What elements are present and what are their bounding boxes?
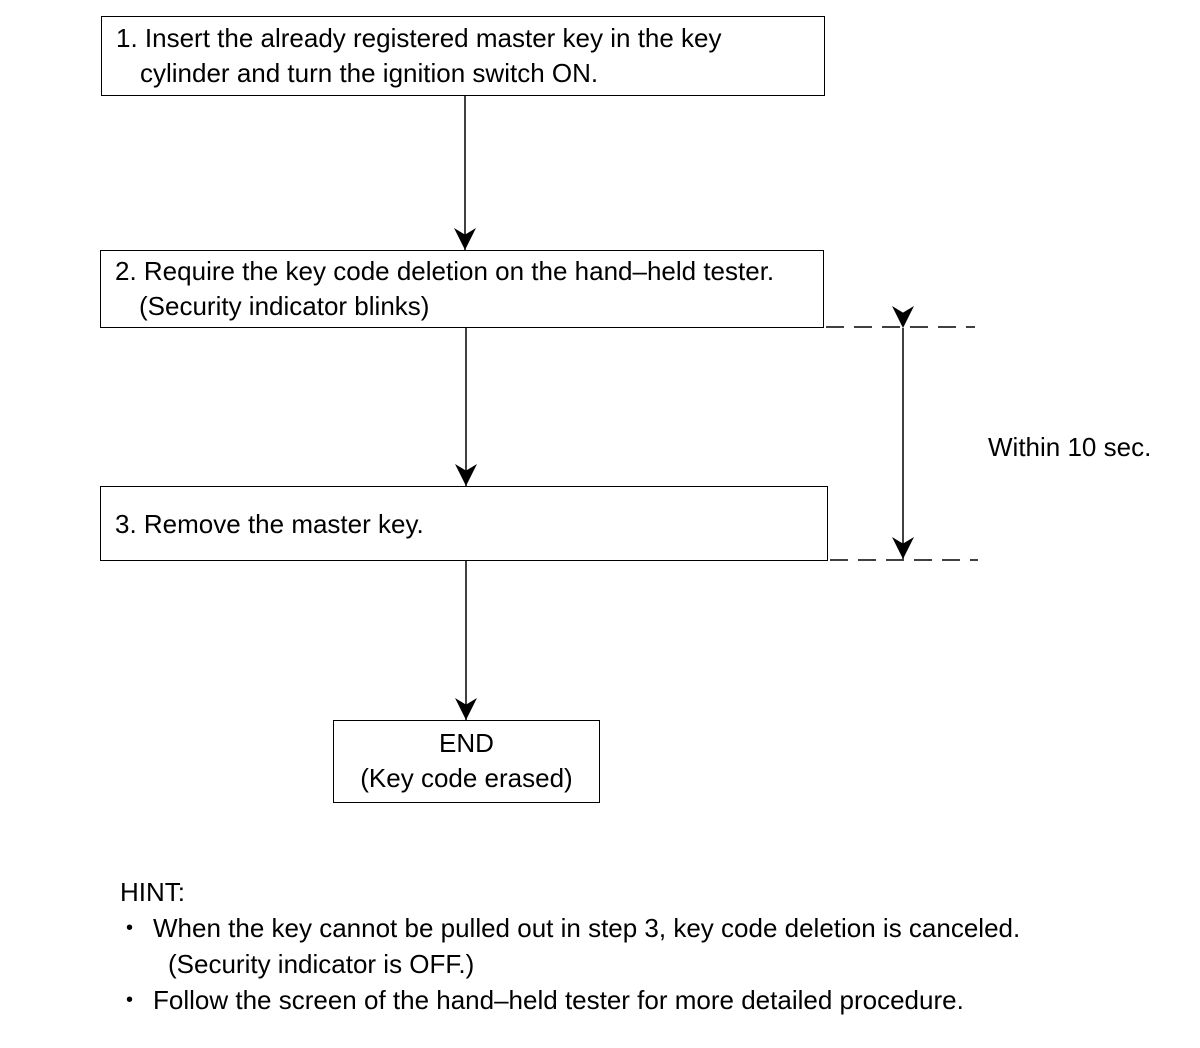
hint-item-2-text: Follow the screen of the hand–held teste… — [153, 985, 964, 1015]
step-3-line-1: 3. Remove the master key. — [115, 509, 424, 539]
end-title: END — [439, 728, 494, 758]
end-subtitle: (Key code erased) — [360, 763, 573, 793]
step-3-box: 3. Remove the master key. — [100, 486, 828, 561]
hint-section: HINT: • When the key cannot be pulled ou… — [120, 874, 1020, 1018]
hint-title: HINT: — [120, 877, 185, 907]
timing-label: Within 10 sec. — [988, 432, 1152, 462]
step-1-line-2: cylinder and turn the ignition switch ON… — [140, 58, 599, 88]
bullet-icon: • — [126, 989, 134, 1011]
bullet-icon: • — [126, 917, 134, 939]
end-box: END (Key code erased) — [333, 720, 600, 803]
step-2-line-2: (Security indicator blinks) — [139, 291, 430, 321]
step-1-box: 1. Insert the already registered master … — [101, 16, 825, 96]
hint-item-1-text: When the key cannot be pulled out in ste… — [153, 913, 1021, 943]
step-2-box: 2. Require the key code deletion on the … — [100, 250, 824, 328]
hint-item-2: • Follow the screen of the hand–held tes… — [120, 982, 1020, 1018]
step-1-line-1: 1. Insert the already registered master … — [116, 23, 722, 53]
hint-item-1: • When the key cannot be pulled out in s… — [120, 910, 1020, 946]
step-2-line-1: 2. Require the key code deletion on the … — [115, 256, 775, 286]
hint-item-1-sub: (Security indicator is OFF.) — [168, 949, 475, 979]
